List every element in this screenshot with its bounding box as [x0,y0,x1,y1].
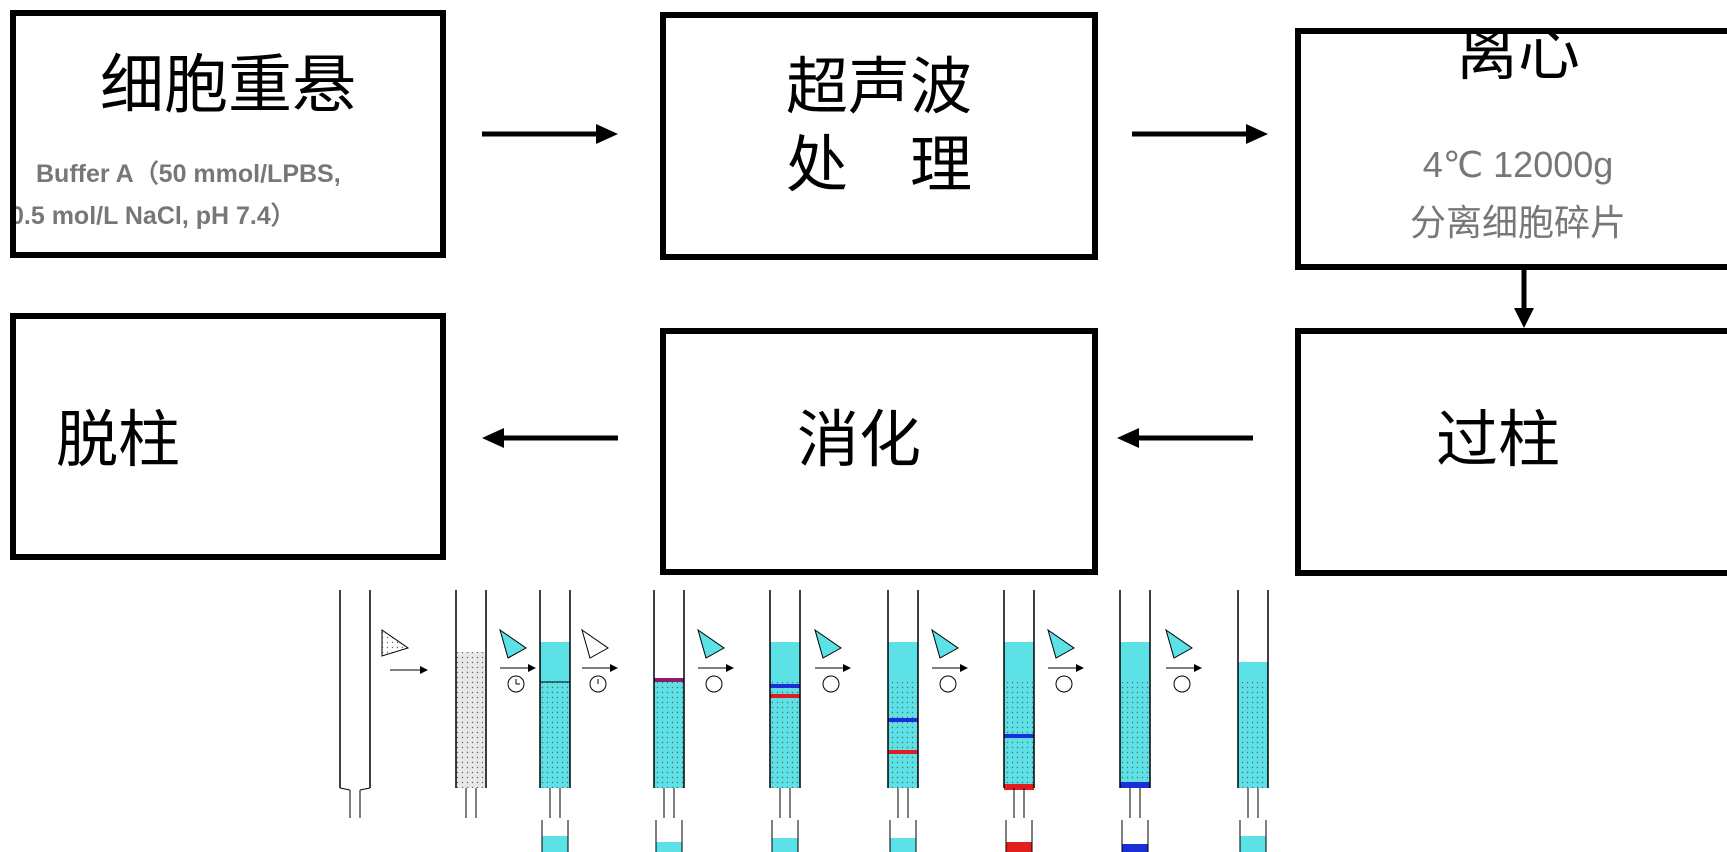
pour-buffer-clock-icon [1165,628,1202,693]
pour-buffer-clock-icon [697,628,734,693]
pour-sample-clock-icon [581,628,618,693]
step-sonication-title-1: 超声波 [785,50,972,123]
pour-buffer-clock-icon [814,628,851,693]
step-load-column-title: 过柱 [1435,403,1560,476]
step-centrifuge-detail-2: 分离细胞碎片 [1409,202,1626,243]
step-resuspend-detail-1: Buffer A（50 mmol/LPBS, [36,160,341,188]
column-blue-eluting [1119,590,1151,852]
column-bands-separating [887,590,919,852]
arrow-left-icon [482,428,618,448]
arrow-left-icon [1117,428,1253,448]
column-chromatography-illustration [339,590,1269,852]
step-digest-title: 消化 [796,403,921,476]
step-sonication-box: 超声波 处 理 [660,12,1098,260]
step-resuspend-title: 细胞重悬 [100,49,356,123]
pour-buffer-clock-icon [931,628,968,693]
step-centrifuge-box: 离心 4℃ 12000g 分离细胞碎片 [1295,28,1727,270]
step-elute-title: 脱柱 [55,403,180,476]
step-load-column-box: 过柱 [1295,328,1727,576]
pour-buffer-clock-icon [499,628,536,693]
column-empty [339,590,371,818]
step-digest-box: 消化 [660,328,1098,575]
column-sample-loaded [653,590,685,852]
column-packed [455,590,487,818]
column-buffer [539,590,571,852]
arrow-right-icon [1132,124,1268,144]
step-elute-box: 脱柱 [10,313,446,560]
column-bands-start [769,590,801,852]
step-sonication-title-2: 处 理 [785,128,972,201]
column-red-eluting [1003,590,1035,852]
pour-gel-icon [381,629,428,674]
step-resuspend-detail-2: 0.5 mol/L NaCl, pH 7.4） [10,202,296,230]
pour-buffer-clock-icon [1047,628,1084,693]
arrow-right-icon [482,124,618,144]
column-washed [1237,590,1269,852]
arrow-down-icon [1514,270,1534,328]
step-centrifuge-detail-1: 4℃ 12000g [1422,144,1614,185]
step-resuspend-box: 细胞重悬 Buffer A（50 mmol/LPBS, 0.5 mol/L Na… [10,10,446,258]
step-centrifuge-title: 离心 [1455,28,1580,89]
